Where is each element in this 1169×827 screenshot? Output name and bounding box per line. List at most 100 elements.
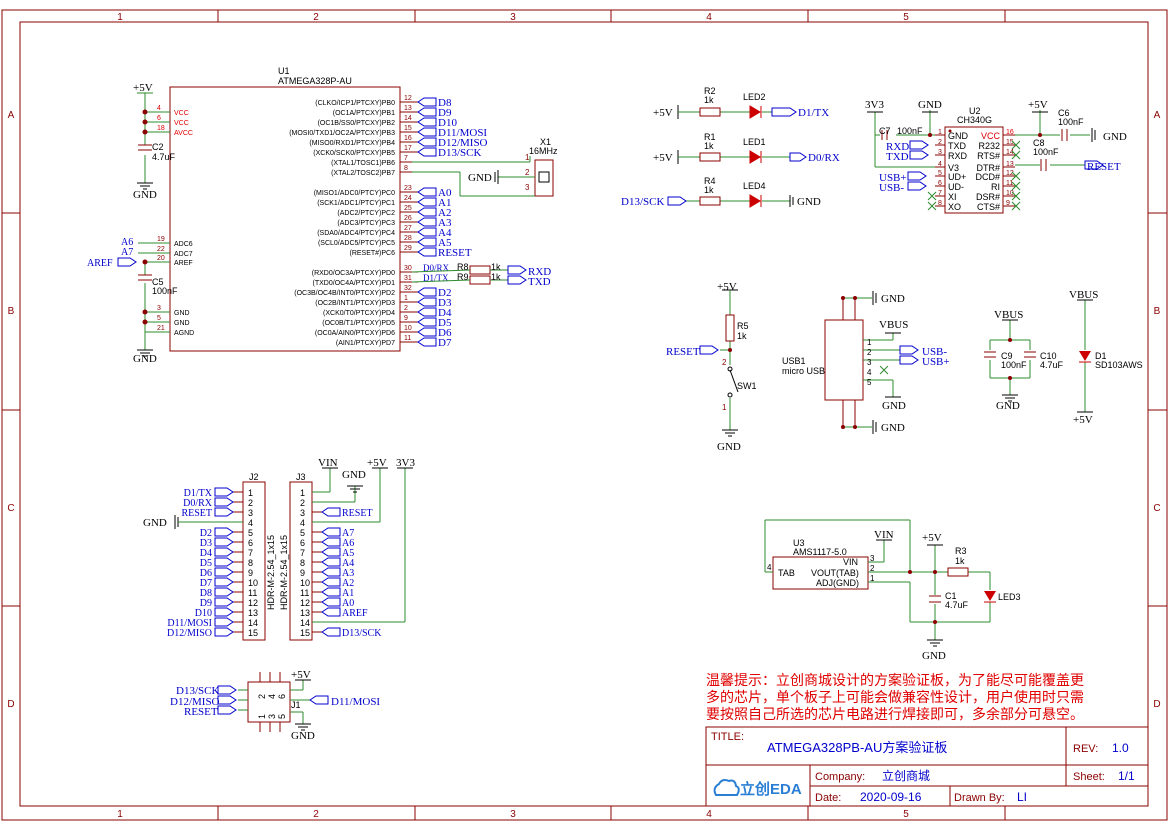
j2-net: D12/MISO bbox=[167, 628, 212, 639]
j1-pin: 2 bbox=[257, 694, 267, 699]
c9-ref: C9 bbox=[1001, 351, 1013, 361]
u1-net-label: A2 bbox=[438, 207, 451, 219]
vbus-label: VBUS bbox=[879, 319, 908, 331]
p5v-label: +5V bbox=[133, 82, 153, 94]
u1-net-label: D7 bbox=[438, 337, 452, 349]
title-value: ATMEGA328PB-AU方案验证板 bbox=[767, 740, 947, 755]
j3-pin: 13 bbox=[300, 608, 310, 618]
j3-pin: 9 bbox=[300, 568, 305, 578]
vbus-label: VBUS bbox=[1069, 289, 1098, 301]
u2-pin-number: 1 bbox=[938, 129, 942, 136]
col-label: 4 bbox=[706, 809, 712, 820]
net-port bbox=[214, 487, 234, 497]
net-port bbox=[417, 197, 437, 207]
drawing-frame bbox=[1, 9, 1168, 821]
net-usbp: USB+ bbox=[879, 172, 907, 184]
r1-ref: R1 bbox=[704, 132, 716, 142]
company-label: Company: bbox=[815, 771, 865, 783]
j2-pin: 7 bbox=[248, 548, 253, 558]
net-port bbox=[214, 577, 234, 587]
col-label: 1 bbox=[117, 12, 123, 23]
u1-pin-number: 24 bbox=[404, 195, 412, 202]
net-rxd: RXD bbox=[528, 266, 551, 278]
d1-ref: D1 bbox=[1095, 351, 1107, 361]
u2-pin-name: DCD# bbox=[975, 172, 1000, 182]
j3-pin: 3 bbox=[300, 508, 305, 518]
j3-net: AREF bbox=[342, 608, 368, 619]
u1-part: ATMEGA328P-AU bbox=[278, 76, 352, 86]
r8-ref: R8 bbox=[457, 262, 469, 272]
j2-gnd bbox=[174, 515, 179, 529]
u2-pin-name: R232 bbox=[978, 141, 1000, 151]
gnd-label: GND bbox=[881, 422, 905, 434]
frame-labels: 1 2 3 4 5 1 2 3 4 5 A B C D A B C D bbox=[7, 12, 1160, 820]
net-d0rx: D0/RX bbox=[808, 152, 840, 164]
j2-net: D9 bbox=[200, 598, 212, 609]
row-label: D bbox=[1153, 699, 1160, 710]
j2-pin: 15 bbox=[248, 628, 258, 638]
u2-pin-name: UD- bbox=[948, 182, 964, 192]
u1-net-label: D4 bbox=[438, 307, 452, 319]
lceda-logo: 立创EDA bbox=[713, 779, 802, 798]
u1-pin-number: 4 bbox=[157, 105, 161, 112]
u2-pin-name: TXD bbox=[948, 141, 967, 151]
row-label: A bbox=[1154, 110, 1161, 121]
u1-pin-name: (SCK1/ADC1/PTCY)PC1 bbox=[317, 200, 395, 207]
c10-val: 4.7uF bbox=[1040, 360, 1064, 370]
u2-pin-name: RXD bbox=[948, 151, 968, 161]
col-label: 3 bbox=[510, 12, 516, 23]
date-value: 2020-09-16 bbox=[860, 790, 922, 804]
led3-ref: LED3 bbox=[998, 592, 1021, 602]
net-port bbox=[417, 237, 437, 247]
j3-net: A5 bbox=[342, 548, 354, 559]
vin-label: VIN bbox=[874, 529, 894, 541]
j3-pin: 8 bbox=[300, 558, 305, 568]
net-d11mosi: D11/MOSI bbox=[331, 696, 380, 708]
net-port bbox=[214, 567, 234, 577]
net-port bbox=[214, 597, 234, 607]
u1-pin-name: (SCL0/ADC5/PTCY)PC5 bbox=[318, 240, 395, 247]
u3-pin: 2 bbox=[870, 564, 875, 573]
gnd-label: GND bbox=[882, 400, 906, 412]
c7-val: 100nF bbox=[897, 126, 923, 136]
net-txd: TXD bbox=[528, 276, 551, 288]
drawn-value: LI bbox=[1017, 790, 1027, 804]
u1-pin-number: 2 bbox=[404, 305, 408, 312]
u2-pin-number: 7 bbox=[938, 190, 942, 197]
gnd-label: GND bbox=[717, 441, 741, 453]
j2-pin: 1 bbox=[248, 488, 253, 498]
j2-header: J2 HDR-M-2.54_1x15 1D1/TX2D0/RX3RESET45D… bbox=[167, 472, 276, 641]
u1-net-label: D1/TX bbox=[423, 273, 449, 283]
u1-net-label: A3 bbox=[438, 217, 452, 229]
sw1-pin: 1 bbox=[722, 403, 727, 412]
aref-port bbox=[117, 257, 137, 267]
usb1-desc: micro USB bbox=[782, 366, 825, 376]
r5-val: 1k bbox=[737, 331, 747, 341]
rev-value: 1.0 bbox=[1112, 741, 1129, 755]
u1-pin-number: 15 bbox=[404, 125, 412, 132]
j3-pin: 5 bbox=[300, 528, 305, 538]
gnd-label: GND bbox=[291, 730, 315, 742]
net-txd: TXD bbox=[886, 151, 909, 163]
p3v3-label: 3V3 bbox=[396, 457, 415, 469]
net-port bbox=[417, 107, 437, 117]
u1-pin-name: GND bbox=[174, 310, 190, 317]
r3-ref: R3 bbox=[955, 546, 967, 556]
c5-val: 100nF bbox=[152, 286, 178, 296]
c9-val: 100nF bbox=[1001, 360, 1027, 370]
x1-val: 16MHz bbox=[529, 146, 558, 156]
u1-pin-number: 25 bbox=[404, 205, 412, 212]
r4-val: 1k bbox=[704, 185, 714, 195]
usb1-connector: 1 2 3 4 5 USB1 micro USB GND GND GND VBU… bbox=[782, 291, 950, 434]
u2-pin-number: 3 bbox=[938, 149, 942, 156]
u1-net-label: D0/RX bbox=[423, 263, 450, 273]
net-rxd: RXD bbox=[886, 141, 909, 153]
u1-pin-name: (ADC2/PTCY)PC2 bbox=[337, 210, 395, 217]
u1-pin-number: 14 bbox=[404, 115, 412, 122]
usb1-pin: 5 bbox=[867, 378, 872, 387]
net-port bbox=[417, 337, 437, 347]
usb1-ref: USB1 bbox=[782, 356, 806, 366]
u1-pin-name: (OC1A/PTCXY)PB1 bbox=[333, 110, 395, 117]
u1-net-label: D12/MISO bbox=[438, 137, 488, 149]
